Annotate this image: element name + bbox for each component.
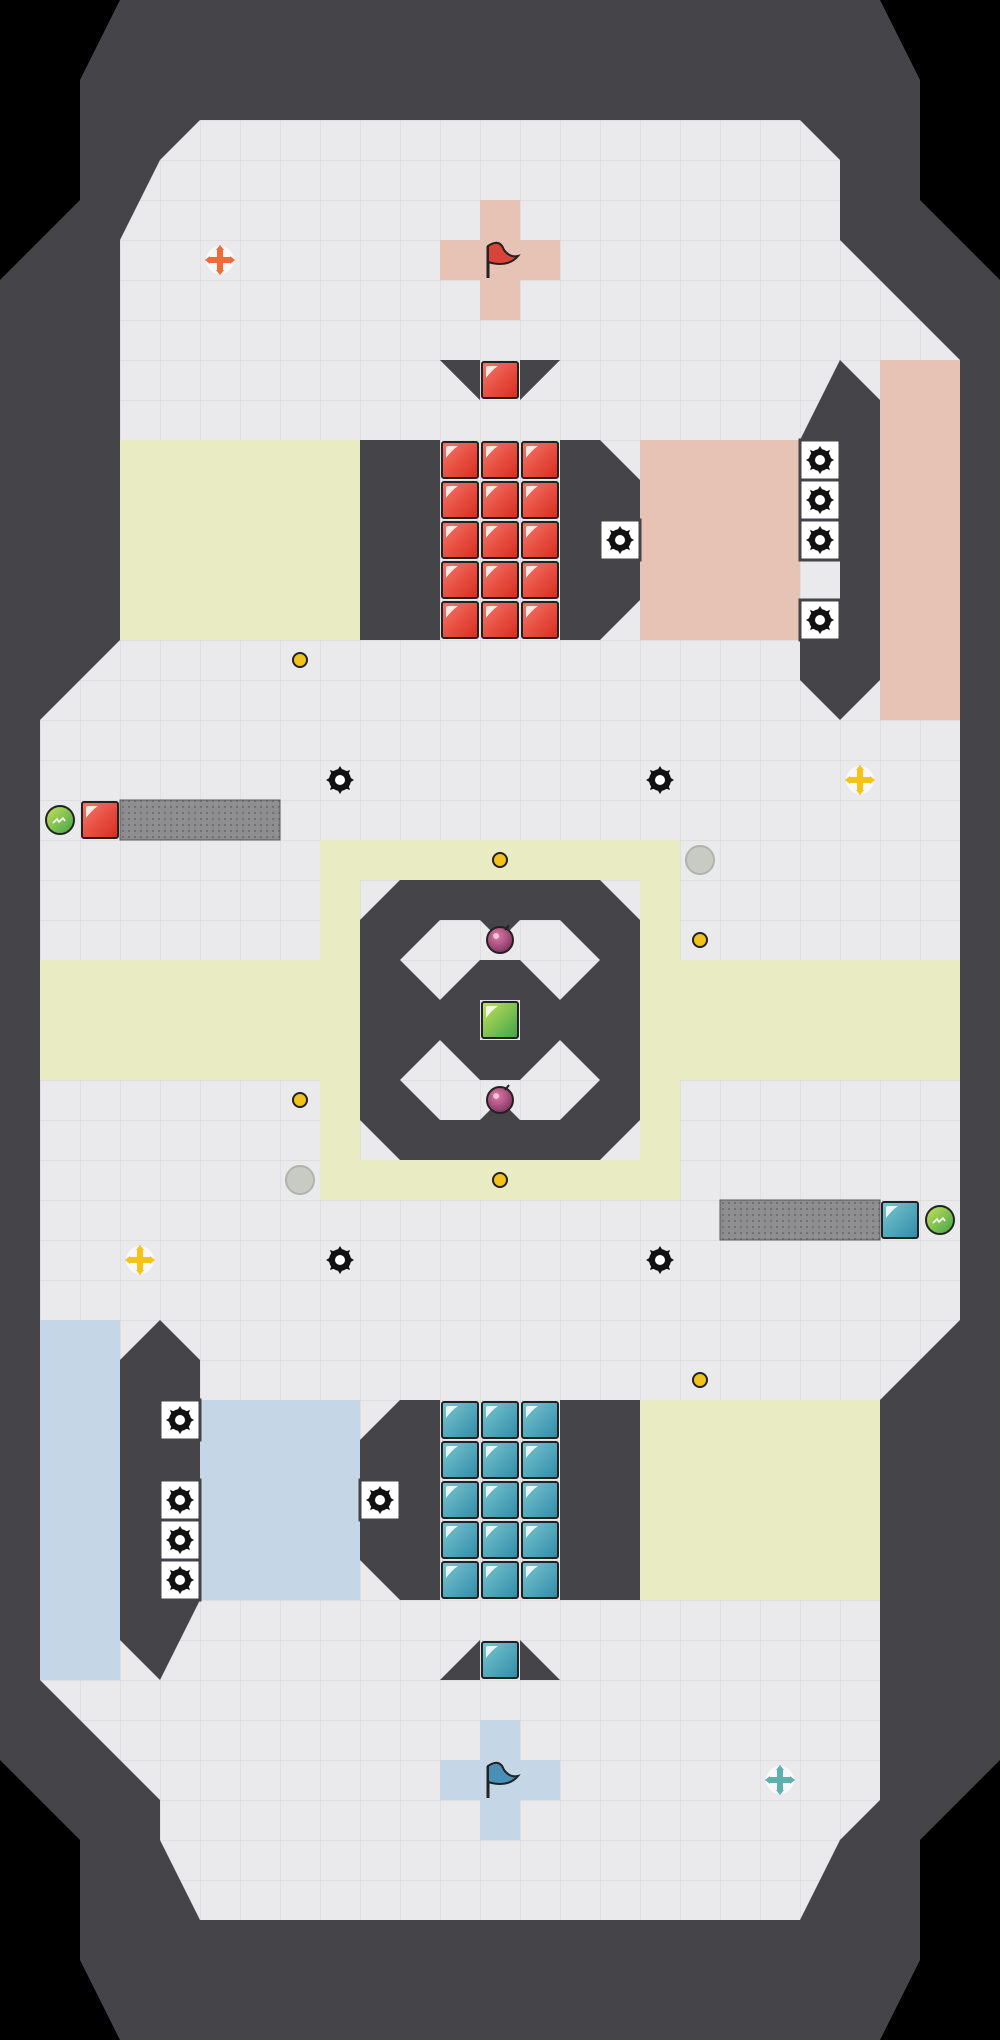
spike-icon: [798, 518, 842, 562]
spike-icon: [326, 766, 354, 794]
red-spawn-tile: [441, 561, 479, 599]
spike-icon: [598, 518, 642, 562]
blue-spawn-tile: [521, 1521, 559, 1559]
button-icon[interactable]: [292, 652, 308, 668]
red-spawn-tile: [521, 561, 559, 599]
spike-icon: [798, 478, 842, 522]
blue-spawn-tile: [441, 1441, 479, 1479]
bomb-icon: [486, 1084, 514, 1114]
red-spawn-tile: [521, 481, 559, 519]
red-spawn-tile: [441, 601, 479, 639]
blue-spawn-tile: [521, 1481, 559, 1519]
spike-icon: [358, 1478, 402, 1522]
red-spawn-tile: [481, 601, 519, 639]
spike-icon: [798, 438, 842, 482]
button-icon[interactable]: [692, 932, 708, 948]
button-icon[interactable]: [492, 1172, 508, 1188]
yellow-boost-icon: [125, 1245, 155, 1275]
red-base: [440, 200, 960, 720]
button-icon[interactable]: [492, 852, 508, 868]
blue-spawn-tile: [441, 1401, 479, 1439]
blue-spawn-tile: [521, 1401, 559, 1439]
red-spawn-tile: [481, 481, 519, 519]
gate-pad-icon[interactable]: [925, 1205, 955, 1235]
blue-boost-icon: [765, 1765, 795, 1795]
spike-icon: [158, 1558, 202, 1602]
blue-spawn-tile: [441, 1561, 479, 1599]
red-flag-icon: [486, 241, 521, 278]
red-spawn-tiles: [441, 361, 559, 639]
bomb-icon: [486, 924, 514, 954]
spike-icon: [798, 598, 842, 642]
blue-spawn-tile: [481, 1521, 519, 1559]
spike-icon: [326, 1246, 354, 1274]
red-gate-toggle-tile: [81, 801, 119, 839]
blue-spawn-tile: [481, 1401, 519, 1439]
blue-spawn-tiles: [441, 1401, 559, 1679]
center-pad-icon: [481, 1001, 519, 1039]
red-spawn-tile: [441, 441, 479, 479]
blue-gate-toggle-tile: [881, 1201, 919, 1239]
red-spawn-tile: [481, 441, 519, 479]
button-icon[interactable]: [292, 1092, 308, 1108]
blue-gate: [719, 1199, 881, 1241]
red-gate: [119, 799, 281, 841]
spike-icon: [158, 1518, 202, 1562]
red-spawn-tile: [521, 601, 559, 639]
blue-spawn-tile: [481, 1561, 519, 1599]
red-spawn-tile: [441, 521, 479, 559]
spike-icon: [158, 1398, 202, 1442]
spike-icon: [646, 766, 674, 794]
spike-icon: [158, 1478, 202, 1522]
red-boost-icon: [205, 245, 235, 275]
yellow-boost-icon: [845, 765, 875, 795]
red-spawn-tile: [481, 561, 519, 599]
blue-spawn-tile: [481, 1441, 519, 1479]
red-spawn-tile: [441, 481, 479, 519]
red-spawn-tile: [521, 521, 559, 559]
blue-spawn-tile: [481, 1481, 519, 1519]
red-spawn-tile: [481, 521, 519, 559]
blue-spawn-tile: [441, 1481, 479, 1519]
blue-flag-icon: [486, 1761, 521, 1798]
blue-spawn-tile: [441, 1521, 479, 1559]
blue-spawn-tile: [481, 1641, 519, 1679]
neutral-zones: [40, 440, 960, 1600]
blue-spawn-tile: [521, 1561, 559, 1599]
neutral-marker-icon: [285, 1165, 315, 1195]
red-spawn-tile: [521, 441, 559, 479]
blue-base: [40, 1320, 560, 1840]
neutral-marker-icon: [685, 845, 715, 875]
gate-pad-icon[interactable]: [45, 805, 75, 835]
red-spawn-tile: [481, 361, 519, 399]
button-icon[interactable]: [692, 1372, 708, 1388]
blue-spawn-tile: [521, 1441, 559, 1479]
spike-icon: [646, 1246, 674, 1274]
